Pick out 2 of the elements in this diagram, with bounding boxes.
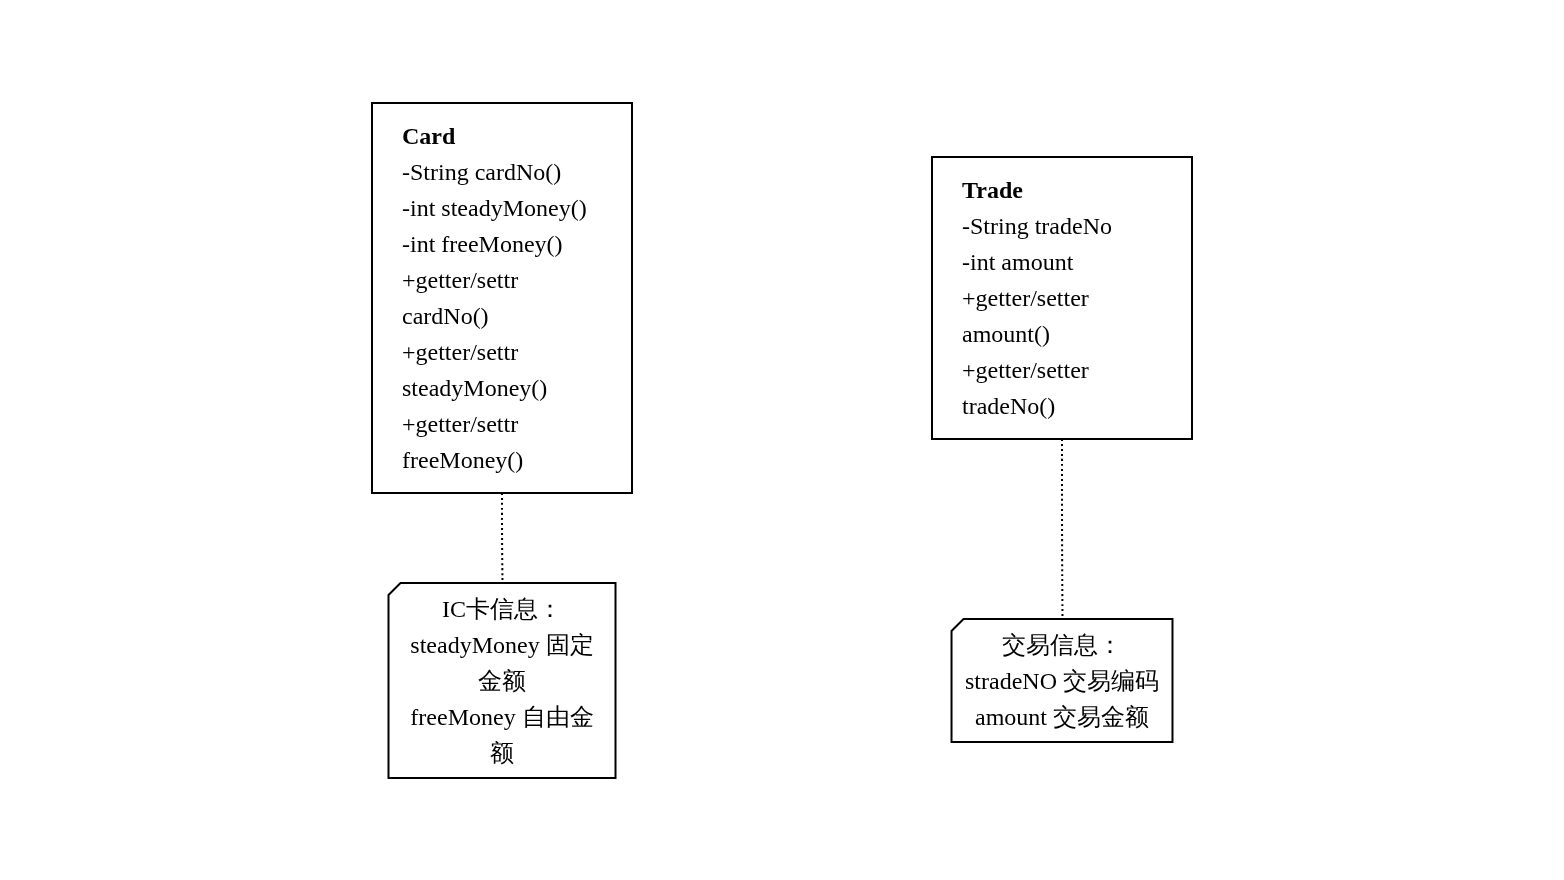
- node-box: Card -String cardNo() -int steadyMoney() -int freeMoney() +getter/settr cardNo() +getter/settr steadyMoney() +getter/settr freeMoney(): [371, 101, 633, 494]
- node-box: Trade -String tradeNo -int amount +getter/setter amount() +getter/setter tradeNo(): [931, 155, 1193, 440]
